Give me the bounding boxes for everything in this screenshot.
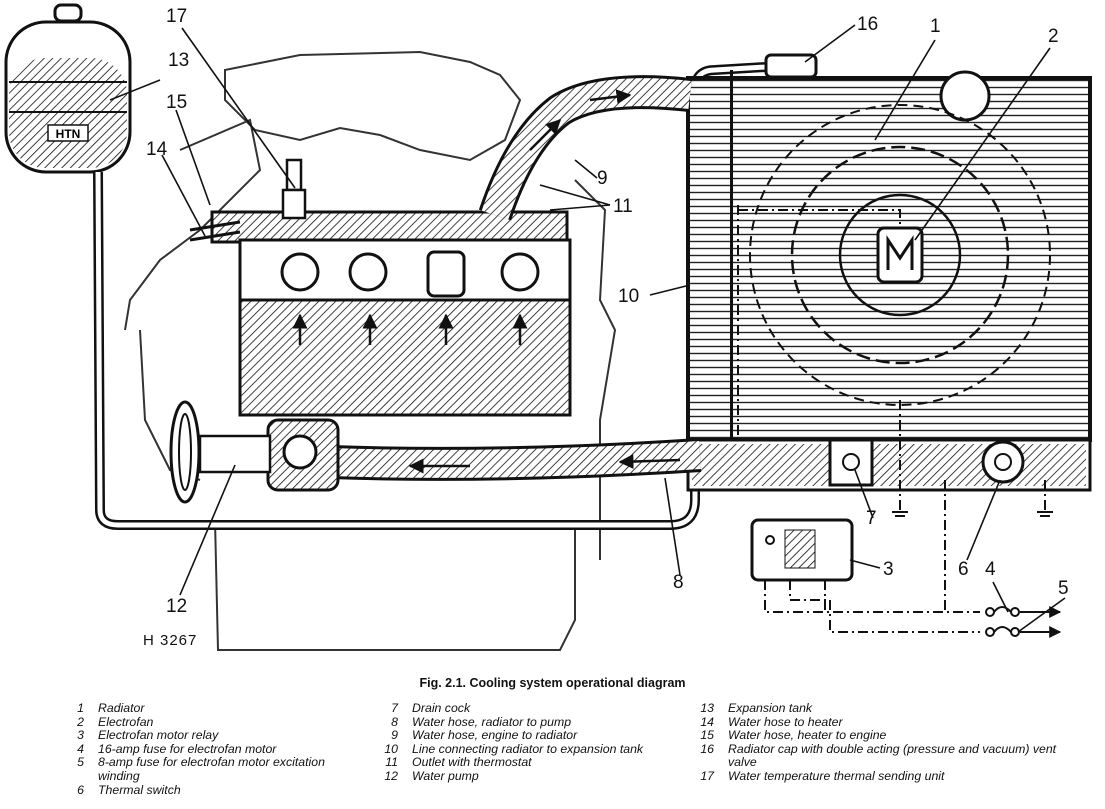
callout-10: 10 bbox=[618, 286, 639, 307]
callout-14: 14 bbox=[146, 139, 168, 160]
legend-number: 7 bbox=[391, 701, 398, 715]
legend-number: 2 bbox=[77, 714, 84, 729]
legend-text: Water hose to heater bbox=[728, 714, 843, 729]
legend-item: 13 Expansion tank bbox=[688, 701, 1088, 716]
legend-item: 7 Drain cock bbox=[372, 701, 692, 716]
cooling-system-diagram: HTN bbox=[4, 3, 1092, 651]
legend-item: 17 Water temperature thermal sending unit bbox=[688, 768, 1088, 784]
legend-number: 8 bbox=[391, 714, 398, 729]
legend-column-1: 1 Radiator 2 Electrofan 3 Electrofan motor … bbox=[58, 701, 368, 798]
callout-labels: 1 2 3 4 5 6 7 8 9 10 11 12 13 14 15 16 1… bbox=[146, 6, 1069, 617]
callout-13: 13 bbox=[168, 50, 189, 71]
legend-text: Line connecting radiator to expansion ta… bbox=[412, 741, 644, 756]
legend-number: 3 bbox=[77, 728, 84, 743]
heater-hoses bbox=[189, 220, 241, 242]
water-pump bbox=[169, 400, 340, 504]
figure-caption: Fig. 2.1. Cooling system operational dia… bbox=[419, 676, 686, 690]
legend-text: 8-amp fuse for electrofan motor excitati… bbox=[98, 755, 325, 783]
callout-15: 15 bbox=[166, 92, 187, 113]
thermal-switch bbox=[981, 440, 1025, 484]
legend-number: 13 bbox=[700, 701, 714, 715]
tank-label: HTN bbox=[56, 127, 81, 141]
callout-17: 17 bbox=[166, 6, 187, 27]
legend-text: Water pump bbox=[412, 768, 479, 783]
legend-item: 11 Outlet with thermostat bbox=[372, 756, 692, 770]
legend-item: 1 Radiator bbox=[58, 701, 368, 716]
legend-text: Water temperature thermal sending unit bbox=[728, 768, 945, 783]
legend-text: Water hose, heater to engine bbox=[728, 728, 887, 743]
legend-text: Outlet with thermostat bbox=[412, 755, 532, 770]
callout-1: 1 bbox=[930, 16, 941, 37]
legend-number: 10 bbox=[384, 741, 398, 756]
legend-item: 14 Water hose to heater bbox=[688, 714, 1088, 730]
legend-number: 14 bbox=[700, 714, 714, 729]
legend-text: Radiator cap with double acting (pressur… bbox=[728, 741, 1057, 770]
legend-text: Electrofan motor relay bbox=[98, 728, 219, 743]
legend-text: Expansion tank bbox=[728, 701, 813, 715]
legend-item: 3 Electrofan motor relay bbox=[58, 729, 368, 743]
legend-item: 2 Electrofan bbox=[58, 714, 368, 730]
legend-number: 12 bbox=[384, 768, 398, 783]
legend-item: 5 8-amp fuse for electrofan motor excitat… bbox=[58, 756, 368, 783]
legend-number: 1 bbox=[77, 701, 84, 715]
legend-item: 9 Water hose, engine to radiator bbox=[372, 729, 692, 743]
engine-outline bbox=[124, 50, 617, 651]
legend-item: 8 Water hose, radiator to pump bbox=[372, 714, 692, 730]
thermal-sending-unit bbox=[281, 158, 307, 220]
callout-4: 4 bbox=[985, 559, 996, 580]
legend-number: 16 bbox=[700, 741, 714, 756]
legend-text: Radiator bbox=[98, 701, 145, 715]
expansion-tank: HTN bbox=[4, 3, 132, 174]
callout-11: 11 bbox=[613, 196, 633, 217]
legend-text: Water hose, radiator to pump bbox=[412, 714, 572, 729]
legend-item: 4 16-amp fuse for electrofan motor bbox=[58, 741, 368, 757]
legend-number: 5 bbox=[77, 755, 84, 770]
legend-item: 10 Line connecting radiator to expansion … bbox=[372, 741, 692, 757]
callout-3: 3 bbox=[883, 559, 894, 580]
legend-number: 4 bbox=[77, 741, 84, 756]
legend-item: 16 Radiator cap with double acting (press… bbox=[688, 741, 1088, 770]
legend-item: 6 Thermal switch bbox=[58, 782, 368, 798]
leader-lines bbox=[109, 24, 1066, 633]
callout-16: 16 bbox=[857, 14, 878, 35]
callout-8: 8 bbox=[673, 572, 684, 593]
callout-5: 5 bbox=[1058, 578, 1069, 599]
legend-text: Water hose, engine to radiator bbox=[412, 728, 578, 743]
wiring bbox=[737, 205, 1046, 633]
legend-number: 15 bbox=[700, 728, 714, 743]
callout-6: 6 bbox=[958, 559, 969, 580]
callout-12: 12 bbox=[166, 596, 187, 617]
legend-text: 16-amp fuse for electrofan motor bbox=[98, 741, 277, 756]
legend-column-2: 7 Drain cock 8 Water hose, radiator to pum… bbox=[372, 701, 692, 784]
electrofan bbox=[749, 104, 1051, 406]
legend-text: Thermal switch bbox=[98, 782, 181, 797]
engine-block bbox=[210, 210, 572, 417]
legend-number: 11 bbox=[385, 755, 398, 770]
legend-number: 6 bbox=[77, 782, 84, 797]
fuses bbox=[985, 606, 1062, 638]
legend-item: 12 Water pump bbox=[372, 768, 692, 784]
legend-item: 15 Water hose, heater to engine bbox=[688, 729, 1088, 743]
legend-number: 9 bbox=[391, 728, 398, 743]
callout-7: 7 bbox=[866, 508, 877, 529]
fan-relay bbox=[750, 518, 854, 582]
ground-symbols bbox=[892, 511, 1053, 517]
legend-text: Drain cock bbox=[412, 701, 471, 715]
legend-number: 17 bbox=[700, 768, 714, 783]
callout-2: 2 bbox=[1048, 26, 1059, 47]
callout-9: 9 bbox=[597, 168, 608, 189]
radiator bbox=[686, 53, 1092, 492]
legend-text: Electrofan bbox=[98, 714, 154, 729]
figure-reference-code: H 3267 bbox=[143, 632, 198, 649]
drain-cock bbox=[828, 438, 874, 487]
